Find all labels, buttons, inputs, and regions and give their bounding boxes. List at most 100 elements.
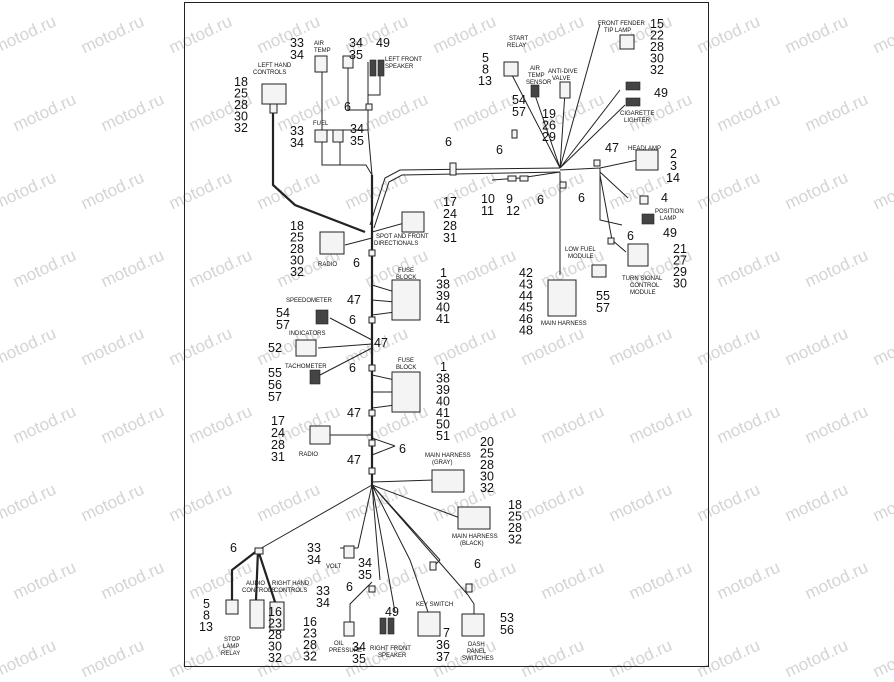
anti-dive-connector	[559, 81, 571, 99]
label-headlamp: HEADLAMP	[628, 146, 661, 152]
main-harness-connector	[547, 279, 577, 317]
callout-rf-speaker: 49	[385, 605, 399, 619]
callout-clip-mid: 6	[349, 361, 356, 375]
label-radio-top: RADIO	[318, 262, 337, 268]
position-lamp-connector	[641, 213, 655, 225]
callout-bottom-47: 47	[347, 453, 361, 467]
callout-headlamp-47: 47	[605, 141, 619, 155]
low-fuel-wires	[491, 171, 561, 275]
air-temp-connector	[314, 55, 328, 73]
callout-clip-radio: 6	[353, 256, 360, 270]
callout-position-4: 4	[661, 191, 668, 205]
air-temp-sensor-connector	[530, 84, 540, 98]
callout-clip-audio: 6	[230, 541, 237, 555]
fuel-connector-b	[332, 129, 344, 143]
callout-indicators-47: 47	[374, 336, 388, 350]
label-radio-bottom: RADIO	[299, 452, 318, 458]
clip-headlamp	[593, 159, 601, 167]
clip-start-relay	[511, 129, 518, 139]
clip-volt	[368, 585, 376, 593]
upper-right-fan-wires	[511, 23, 626, 169]
label-fuel: FUEL	[313, 121, 329, 127]
clip-key	[429, 561, 437, 571]
callout-clip-volt: 6	[346, 580, 353, 594]
dash-panel-switches-connector	[461, 613, 485, 637]
clip-right-a	[559, 181, 567, 189]
radio-bottom-wires	[330, 434, 396, 456]
right-harness-upper	[369, 167, 561, 226]
label-main-harness-black: MAIN HARNESS(BLACK)	[452, 534, 498, 547]
fender-tip-lamp-connector	[619, 34, 635, 50]
callout-fuse1-47: 47	[347, 293, 361, 307]
left-hand-controls-plug	[269, 103, 278, 114]
spot-front-connector	[401, 211, 425, 233]
label-main-harness-gray: MAIN HARNESS(GRAY)	[425, 453, 471, 466]
clip-turn-signal	[607, 237, 615, 245]
label-tachometer: TACHOMETER	[285, 364, 327, 370]
stop-lamp-audio-wires	[230, 549, 277, 603]
clip-bottom	[368, 467, 376, 475]
start-relay-connector	[503, 61, 519, 77]
callout-clip-radio-b: 6	[399, 442, 406, 456]
radio-bottom-connector	[309, 425, 331, 445]
upper-left-branch-wires	[321, 62, 381, 176]
right-front-speaker-connector-b	[387, 617, 395, 635]
fuse-block-1	[391, 279, 421, 321]
label-main-harness-mid: MAIN HARNESS	[541, 321, 587, 327]
fuse-block-2	[391, 371, 421, 413]
low-fuel-module-connector	[591, 264, 607, 278]
clip-dash	[465, 583, 473, 593]
volt-connector	[343, 545, 355, 559]
right-harness-lower	[373, 171, 561, 229]
left-hand-controls-wire	[271, 112, 366, 234]
left-hand-controls-connector	[261, 83, 287, 105]
callout-clip-right-a: 6	[537, 193, 544, 207]
label-volt: VOLT	[326, 564, 342, 570]
fuel-connector	[314, 129, 328, 143]
clip-audio	[254, 547, 264, 555]
fuse2-wires	[371, 374, 396, 409]
diagram-frame	[184, 2, 709, 667]
callout-cigarette: 49	[654, 86, 668, 100]
right-front-speaker-connector-a	[379, 617, 387, 635]
fuel-branch-wires	[321, 138, 373, 176]
clip-mid	[368, 364, 376, 372]
turn-signal-module	[627, 243, 649, 267]
clip-fuse2	[368, 409, 376, 417]
cigarette-lighter-connector-b	[625, 97, 641, 107]
